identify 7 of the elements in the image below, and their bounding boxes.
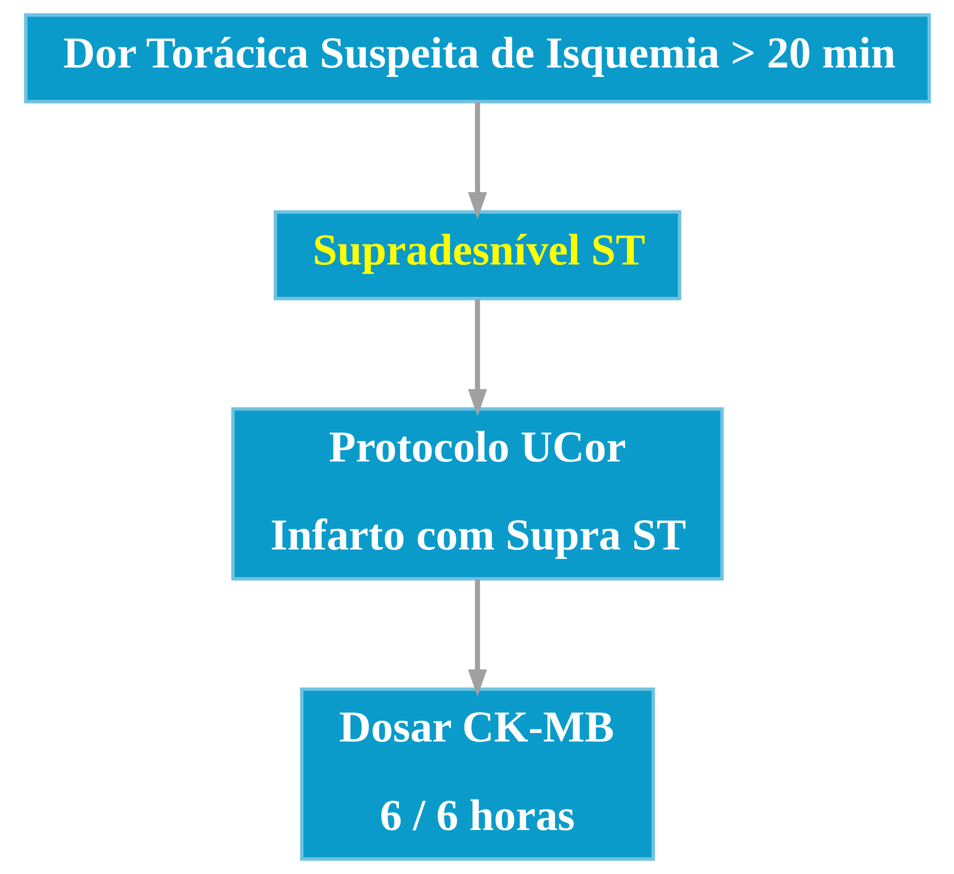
arrow [467,579,487,697]
arrow [467,102,487,220]
arrow [467,299,487,416]
node-box: Dor Torácica Suspeita de Isquemia > 20 min [24,13,930,104]
node-box: Dosar CK-MB 6 / 6 horas [300,687,654,861]
node-box: Supradesnível ST [273,210,681,300]
node-box: Protocolo UCor Infarto com Supra ST [230,407,724,580]
